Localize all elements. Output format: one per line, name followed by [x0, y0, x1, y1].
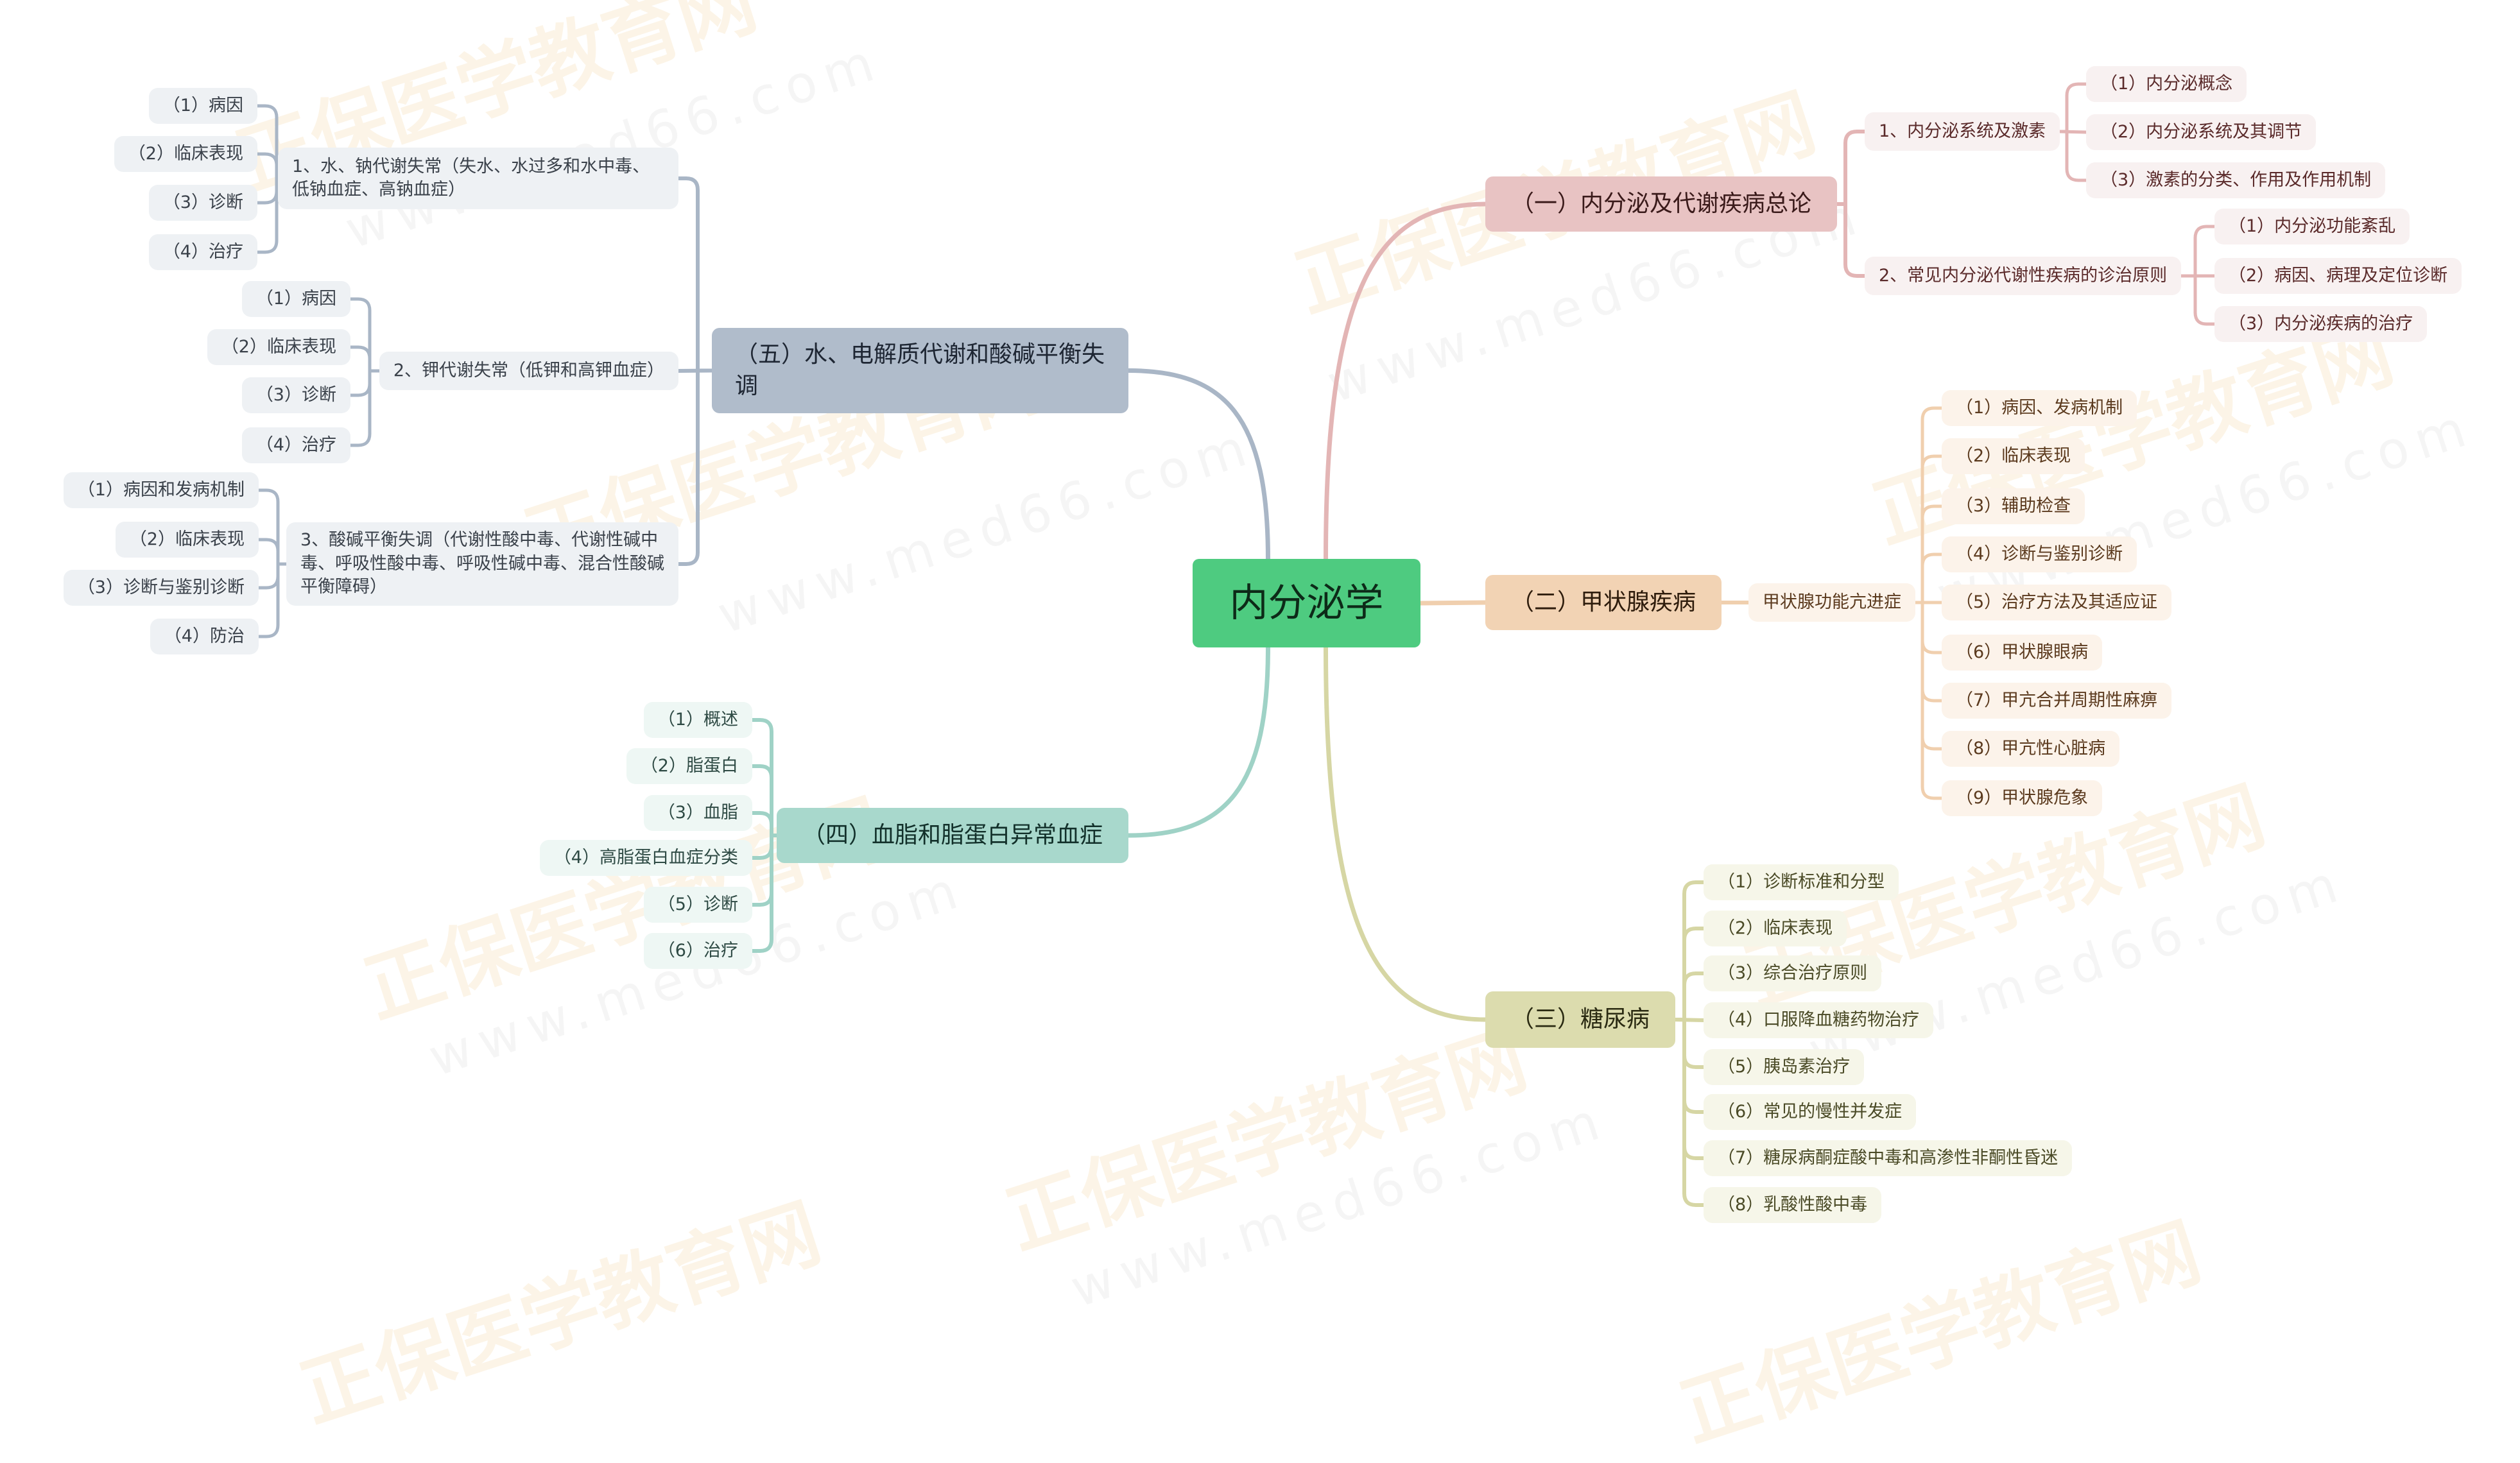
connector-line — [2058, 82, 2088, 133]
leaf-item[interactable]: （1）诊断标准和分型 — [1704, 864, 1899, 900]
connector-line — [257, 562, 288, 590]
connector-line — [750, 718, 779, 837]
connector-line — [257, 488, 288, 566]
connector-line — [1913, 454, 1944, 604]
leaf-item[interactable]: （1）病因 — [241, 281, 350, 317]
connector-lines — [255, 82, 2216, 1207]
connector-line — [1126, 645, 1270, 838]
leaf-item[interactable]: （3）诊断与鉴别诊断 — [63, 570, 259, 606]
connector-line — [349, 297, 381, 373]
leaf-item[interactable]: （7）甲亢合并周期性麻痹 — [1942, 683, 2172, 719]
connector-line — [1913, 504, 1944, 604]
leaf-item[interactable]: （7）糖尿病酮症酸中毒和高渗性非酮性昏迷 — [1704, 1140, 2073, 1176]
connector-line — [750, 764, 779, 837]
connector-line — [257, 538, 288, 566]
leaf-item[interactable]: （1）病因、发病机制 — [1942, 390, 2137, 426]
connector-line — [1913, 552, 1944, 604]
connector-line — [1673, 880, 1705, 1022]
connector-line — [1913, 601, 1944, 654]
connector-line — [255, 104, 280, 180]
leaf-item[interactable]: （6）甲状腺眼病 — [1942, 635, 2103, 671]
connector-line — [349, 369, 381, 397]
leaf-item[interactable]: （2）病因、病理及定位诊断 — [2214, 258, 2462, 294]
leaf-item[interactable]: （3）激素的分类、作用及作用机制 — [2086, 162, 2386, 198]
connector-line — [677, 176, 714, 373]
leaf-item[interactable]: （4）治疗 — [148, 234, 257, 270]
connector-line — [2058, 130, 2088, 182]
leaf-item[interactable]: （8）甲亢性心脏病 — [1942, 731, 2120, 767]
branch-diabetes[interactable]: （三）糖尿病 — [1485, 991, 1676, 1048]
connector-line — [1673, 1018, 1705, 1207]
connector-line — [1324, 201, 1488, 561]
root-topic[interactable]: 内分泌学 — [1193, 559, 1420, 647]
connector-line — [750, 811, 779, 837]
connector-line — [257, 562, 288, 638]
connector-line — [677, 368, 714, 566]
leaf-item[interactable]: （4）治疗 — [241, 427, 350, 463]
leaf-item[interactable]: （4）诊断与鉴别诊断 — [1942, 536, 2137, 572]
leaf-item[interactable]: （3）诊断 — [241, 377, 350, 413]
leaf-item[interactable]: （6）常见的慢性并发症 — [1704, 1094, 1917, 1130]
connector-line — [1673, 1018, 1705, 1069]
connector-line — [1673, 927, 1705, 1022]
subtopic[interactable]: 甲状腺功能亢进症 — [1748, 583, 1915, 622]
leaf-item[interactable]: （3）综合治疗原则 — [1704, 955, 1882, 991]
leaf-item[interactable]: （1）内分泌概念 — [2086, 66, 2247, 102]
leaf-item[interactable]: （2）内分泌系统及其调节 — [2086, 114, 2317, 150]
connector-line — [1126, 368, 1270, 561]
leaf-item[interactable]: （6）治疗 — [643, 933, 752, 969]
leaf-item[interactable]: （2）临床表现 — [1942, 438, 2085, 474]
leaf-item[interactable]: （2）临床表现 — [1704, 911, 1847, 946]
connector-line — [2179, 225, 2216, 278]
leaf-item[interactable]: （4）高脂蛋白血症分类 — [539, 840, 752, 876]
connector-line — [1835, 130, 1867, 206]
connector-line — [255, 176, 280, 205]
leaf-item[interactable]: （3）内分泌疾病的治疗 — [2214, 306, 2428, 342]
leaf-item[interactable]: （2）临床表现 — [114, 136, 257, 172]
leaf-item[interactable]: （5）胰岛素治疗 — [1704, 1049, 1865, 1085]
subtopic[interactable]: 1、水、钠代谢失常（失水、水过多和水中毒、低钠血症、高钠血症） — [278, 148, 678, 209]
connector-line — [2179, 274, 2216, 326]
branch-water-electrolyte[interactable]: （五）水、电解质代谢和酸碱平衡失调 — [712, 328, 1128, 413]
connector-line — [1913, 601, 1944, 800]
connector-line — [255, 152, 280, 180]
leaf-item[interactable]: （8）乳酸性酸中毒 — [1704, 1187, 1882, 1223]
connector-line — [1324, 645, 1488, 1022]
connector-line — [750, 834, 779, 953]
leaf-item[interactable]: （2）脂蛋白 — [626, 748, 752, 784]
connector-line — [1673, 971, 1705, 1022]
leaf-item[interactable]: （2）临床表现 — [207, 329, 350, 365]
connector-line — [1673, 1018, 1705, 1160]
subtopic[interactable]: 2、钾代谢失常（低钾和高钾血症） — [379, 352, 678, 390]
branch-endocrine-general[interactable]: （一）内分泌及代谢疾病总论 — [1485, 176, 1838, 232]
leaf-item[interactable]: （1）内分泌功能紊乱 — [2214, 209, 2410, 244]
leaf-item[interactable]: （9）甲状腺危象 — [1942, 780, 2103, 816]
leaf-item[interactable]: （2）临床表现 — [115, 522, 259, 558]
connector-line — [1913, 601, 1944, 751]
leaf-item[interactable]: （5）诊断 — [643, 887, 752, 923]
connector-line — [349, 369, 381, 447]
connector-line — [1913, 406, 1944, 604]
subtopic[interactable]: 2、常见内分泌代谢性疾病的诊治原则 — [1865, 257, 2182, 295]
leaf-item[interactable]: （5）治疗方法及其适应证 — [1942, 585, 2172, 620]
connector-line — [349, 345, 381, 373]
leaf-item[interactable]: （3）血脂 — [643, 795, 752, 831]
branch-thyroid[interactable]: （二）甲状腺疾病 — [1485, 575, 1722, 630]
subtopic[interactable]: 3、酸碱平衡失调（代谢性酸中毒、代谢性碱中毒、呼吸性酸中毒、呼吸性碱中毒、混合性… — [286, 522, 678, 606]
leaf-item[interactable]: （1）概述 — [643, 702, 752, 738]
leaf-item[interactable]: （3）辅助检查 — [1942, 488, 2085, 524]
leaf-item[interactable]: （3）诊断 — [148, 185, 257, 221]
connector-line — [1835, 202, 1867, 278]
subtopic[interactable]: 1、内分泌系统及激素 — [1865, 112, 2060, 151]
connector-line — [255, 176, 280, 254]
leaf-item[interactable]: （1）病因和发病机制 — [63, 472, 259, 508]
leaf-item[interactable]: （4）口服降血糖药物治疗 — [1704, 1002, 1934, 1038]
leaf-item[interactable]: （1）病因 — [148, 88, 257, 124]
branch-lipid-disorders[interactable]: （四）血脂和脂蛋白异常血症 — [776, 808, 1128, 863]
leaf-item[interactable]: （4）防治 — [150, 619, 259, 654]
